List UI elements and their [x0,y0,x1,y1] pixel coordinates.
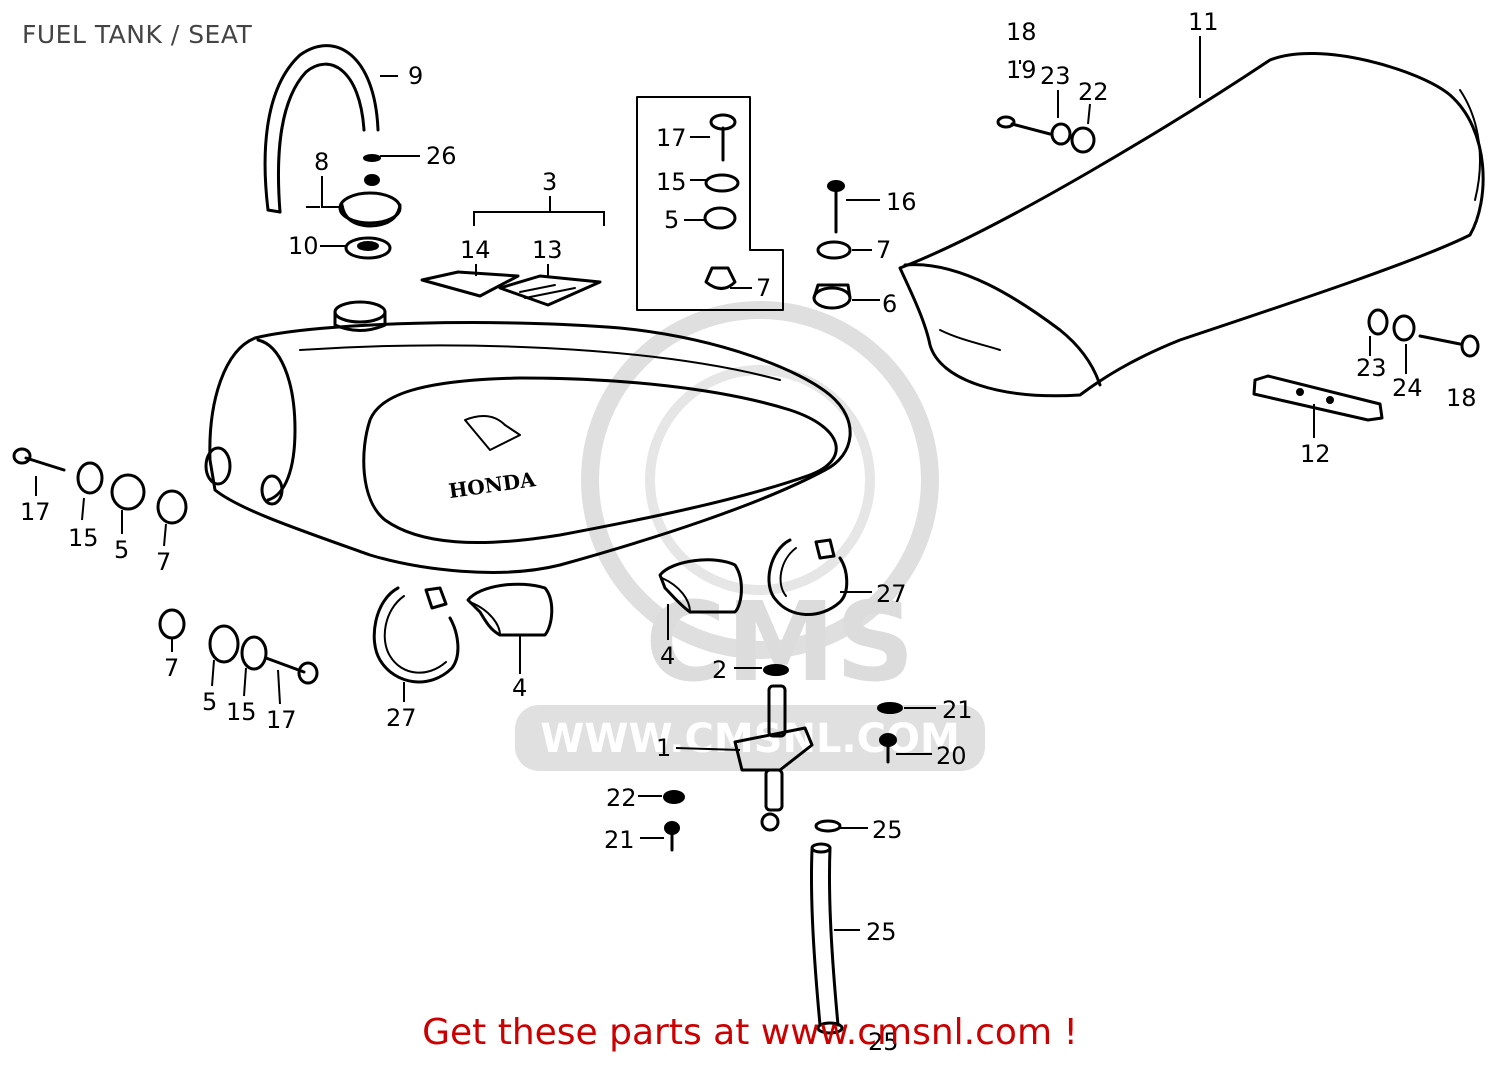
valve-screw-washer-left-part [663,790,685,804]
valve-screw-right-part [879,733,897,764]
callout-20-left: 21 [604,826,635,854]
callout-27-left: 27 [386,704,417,732]
tank-logo: HONDA [447,467,537,503]
tank-clamp-left-part [372,586,460,684]
fuel-hose-part [809,842,840,1027]
callout-7-left-lower: 7 [164,654,179,682]
hose-clip-upper-part [814,819,842,833]
leader-lines [35,36,1407,931]
tank-bolt-left-upper-part [12,447,188,525]
tank-clamp-right-part [767,538,849,616]
callout-7-box: 7 [756,274,771,302]
callout-24: 25 [866,918,897,946]
callout-15-left-upper: 15 [68,524,99,552]
callout-17-left-upper: 17 [20,498,51,526]
callout-9: 9 [408,62,423,90]
seat-bolt-lower-part [1367,308,1480,358]
callout-3: 3 [542,168,557,196]
page-title: FUEL TANK / SEAT [22,20,253,49]
callout-27-right: 27 [876,580,907,608]
tank-emblems-part [420,270,602,307]
callout-4-left: 4 [512,674,527,702]
callout-8: 8 [314,148,329,176]
callout-12: 12 [1300,440,1331,468]
callout-7-seat: 7 [876,236,891,264]
callout-14: 14 [460,236,491,264]
callout-1: 1 [656,734,671,762]
mount-bracket-box [636,96,784,311]
callout-6: 6 [882,290,897,318]
callout-23-top: 23 [1040,62,1071,90]
cap-gasket-part [344,236,392,260]
callout-10: 10 [288,232,319,260]
callout-25-lower: 25 [868,1028,899,1056]
valve-screw-washer-right-part [877,702,903,714]
callout-15-left-lower: 15 [226,698,257,726]
seat-mount-part [812,180,852,310]
callout-5-left-lower: 5 [202,688,217,716]
callout-4-right: 4 [660,642,675,670]
valve-screw-left-part [664,821,680,852]
breather-tube-part [263,44,380,214]
footer-link[interactable]: Get these parts at www.cmsnl.com ! [422,1012,1078,1053]
callout-13: 13 [532,236,563,264]
tank-bolt-left-lower-part [158,608,319,685]
callout-16: 16 [886,188,917,216]
valve-washer-part [763,664,789,676]
callout-18-right: 18 [1446,384,1477,412]
callout-labels: 9 26 8 10 3 14 13 17 15 5 7 16 7 6 11 18… [20,8,1477,1056]
clip-part [363,154,381,162]
callout-19: 19 [1006,56,1037,84]
seat-part [898,52,1485,398]
callout-21-left: 22 [606,784,637,812]
hose-clip-lower-part [816,1021,844,1035]
callout-17-box: 17 [656,124,687,152]
callout-22-top: 22 [1078,78,1109,106]
tank-cushion-right-part [658,558,743,614]
fuel-tank-part: HONDA [204,300,852,574]
callout-15-box: 15 [656,168,687,196]
callout-2: 2 [712,656,727,684]
callout-17-left-lower: 17 [266,706,297,734]
callout-5-left-upper: 5 [114,536,129,564]
callout-26: 26 [426,142,457,170]
callout-11: 11 [1188,8,1219,36]
callout-20-right: 20 [936,742,967,770]
callout-23-right: 24 [1392,374,1423,402]
callout-7-left-upper: 7 [156,548,171,576]
callout-25-upper: 25 [872,816,903,844]
seat-bolt-upper-part [996,115,1096,154]
callout-18-top: 18 [1006,18,1037,46]
tank-cushion-left-part [466,582,554,637]
callout-21-right: 21 [942,696,973,724]
fuel-valve-part [733,684,814,832]
seat-strap-part [1252,374,1384,422]
fuel-cap-part [338,174,402,228]
callout-22-right: 23 [1356,354,1387,382]
callout-5-box: 5 [664,206,679,234]
